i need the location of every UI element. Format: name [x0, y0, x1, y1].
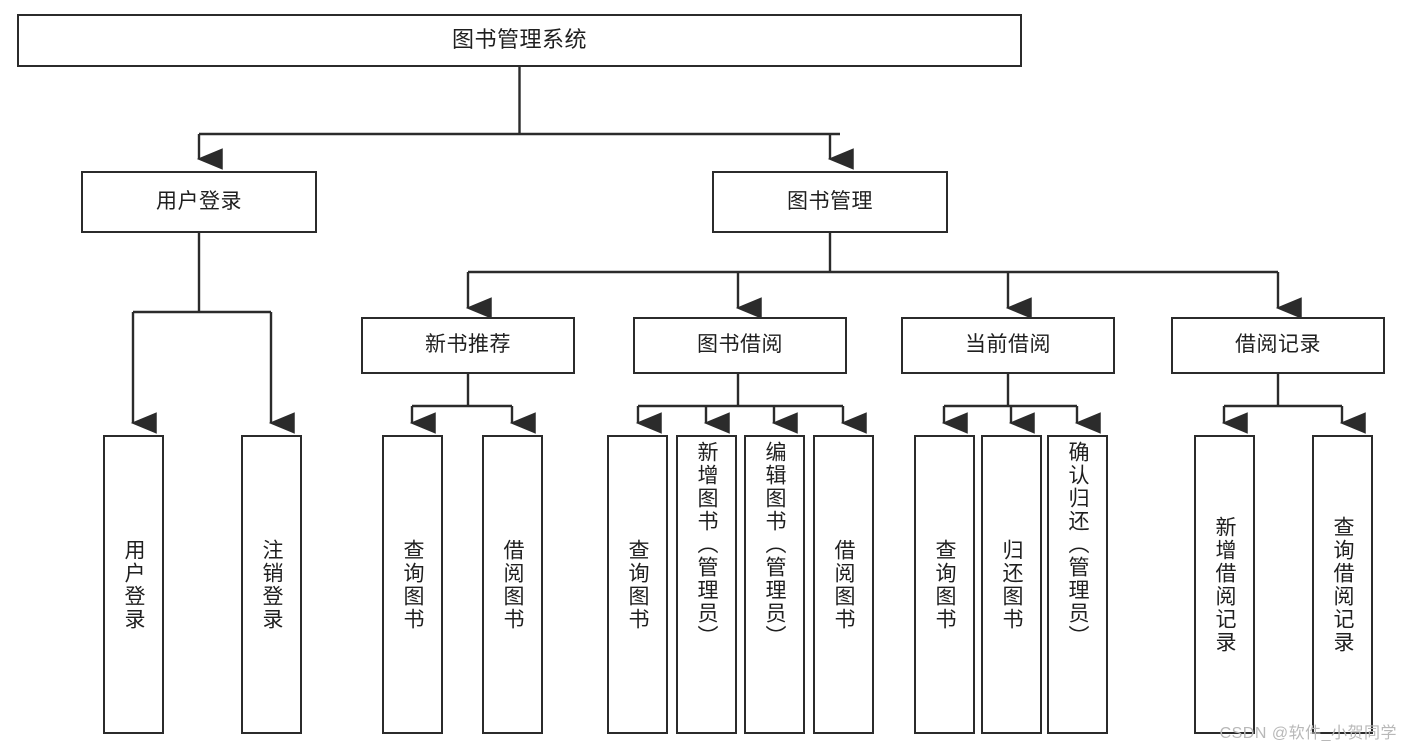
node-label: 查询图书	[626, 538, 649, 631]
node-book-borrow[interactable]: 图书借阅	[633, 317, 847, 374]
node-user-login[interactable]: 用户登录	[81, 171, 317, 233]
node-label: 图书管理系统	[451, 27, 587, 53]
node-new-book-recommend[interactable]: 新书推荐	[361, 317, 575, 374]
node-leaf-query-borrow-record[interactable]: 查询借阅记录	[1312, 435, 1373, 734]
node-leaf-query-book-recommend[interactable]: 查询图书	[382, 435, 443, 734]
node-label: 注销登录	[260, 538, 283, 631]
node-leaf-borrow-book-recommend[interactable]: 借阅图书	[482, 435, 543, 734]
node-label: 新书推荐	[425, 333, 511, 357]
node-leaf-confirm-return[interactable]: 确认归还（管理员）	[1047, 435, 1108, 734]
node-label: 借阅图书	[501, 538, 524, 631]
node-leaf-user-login[interactable]: 用户登录	[103, 435, 164, 734]
node-label: 确认归还（管理员）	[1066, 441, 1089, 648]
node-leaf-return-book[interactable]: 归还图书	[981, 435, 1042, 734]
node-label: 图书管理	[787, 189, 873, 213]
node-leaf-borrow-book-borrow[interactable]: 借阅图书	[813, 435, 874, 734]
node-label: 查询图书	[401, 538, 424, 631]
node-label: 当前借阅	[965, 333, 1051, 357]
node-book-management[interactable]: 图书管理	[712, 171, 948, 233]
node-leaf-logout-login[interactable]: 注销登录	[241, 435, 302, 734]
node-label: 用户登录	[156, 189, 242, 213]
node-label: 查询借阅记录	[1331, 515, 1354, 654]
node-label: 归还图书	[1000, 538, 1023, 631]
node-label: 借阅图书	[832, 538, 855, 631]
node-leaf-add-borrow-record[interactable]: 新增借阅记录	[1194, 435, 1255, 734]
node-leaf-query-book-current[interactable]: 查询图书	[914, 435, 975, 734]
node-label: 编辑图书（管理员）	[763, 441, 786, 648]
node-root-book-management-system[interactable]: 图书管理系统	[17, 14, 1022, 67]
node-label: 用户登录	[122, 538, 145, 631]
node-leaf-add-book[interactable]: 新增图书（管理员）	[676, 435, 737, 734]
node-label: 新增借阅记录	[1213, 515, 1236, 654]
node-leaf-edit-book[interactable]: 编辑图书（管理员）	[744, 435, 805, 734]
node-borrow-record[interactable]: 借阅记录	[1171, 317, 1385, 374]
node-current-borrow[interactable]: 当前借阅	[901, 317, 1115, 374]
node-label: 图书借阅	[697, 333, 783, 357]
node-label: 查询图书	[933, 538, 956, 631]
csdn-watermark: CSDN @软件_小贺同学	[1219, 725, 1397, 742]
node-label: 借阅记录	[1235, 333, 1321, 357]
node-leaf-query-book-borrow[interactable]: 查询图书	[607, 435, 668, 734]
node-label: 新增图书（管理员）	[695, 441, 718, 648]
